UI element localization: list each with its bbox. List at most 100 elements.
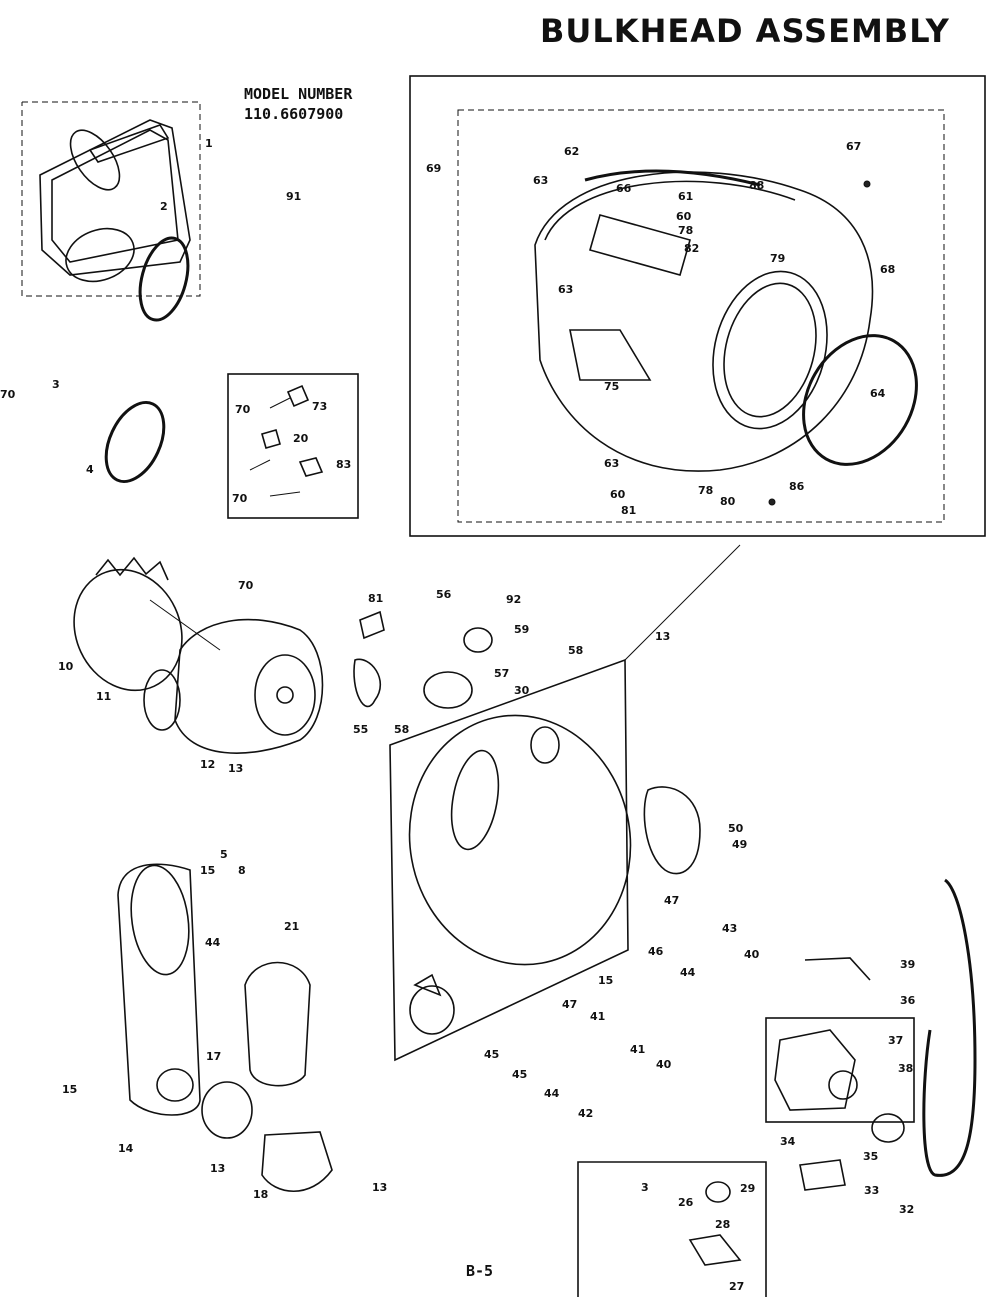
callout: 63 [604,457,619,470]
callout: 50 [728,822,744,835]
callout: 32 [899,1203,914,1216]
callout: 13 [655,630,670,643]
callout: 44 [205,936,221,949]
callout: 15 [200,864,215,877]
callout: 86 [789,480,805,493]
callout: 70 [235,403,251,416]
callout: 80 [720,495,736,508]
callout: 73 [312,400,327,413]
callout: 43 [722,922,737,935]
callout: 41 [630,1043,645,1056]
callout: 2 [160,200,168,213]
model-number-label: MODEL NUMBER [244,85,353,103]
callout: 60 [610,488,626,501]
callout: 1 [205,137,213,150]
callout: 12 [200,758,215,771]
duct-cover-inset [21,101,201,484]
callout: 27 [729,1280,744,1293]
callout: 11 [96,690,111,703]
door-switch-inset [577,1161,767,1297]
callout: 21 [284,920,299,933]
callout: 38 [898,1062,913,1075]
callout: 78 [698,484,713,497]
callout: 68 [880,263,895,276]
callout: 67 [846,140,861,153]
callout: 34 [780,1135,796,1148]
callout: 44 [680,966,696,979]
callout: 82 [684,242,699,255]
callout: 42 [578,1107,593,1120]
callout: 45 [484,1048,499,1061]
page-title: BULKHEAD ASSEMBLY [540,12,950,50]
callout: 39 [900,958,915,971]
callout: 69 [426,162,441,175]
blower-assembly [73,556,324,754]
callout: 44 [544,1087,560,1100]
callout: 57 [494,667,509,680]
callout: 92 [506,593,521,606]
callout: 26 [678,1196,694,1209]
callout: 81 [368,592,383,605]
callout: 63 [533,174,548,187]
callout: 13 [210,1162,225,1175]
callout: 61 [678,190,693,203]
callout: 78 [678,224,693,237]
callout: 64 [870,387,886,400]
model-number-value: 110.6607900 [244,105,344,123]
callout: 46 [648,945,664,958]
model-number-block: MODEL NUMBER 110.6607900 [244,84,352,124]
lamp-switch-cluster [353,610,493,709]
thermostat-inset [227,373,359,519]
callout: 47 [664,894,679,907]
callout: 58 [394,723,409,736]
callout: 45 [512,1068,527,1081]
callout: 55 [353,723,368,736]
callout: 60 [676,210,692,223]
callout: 49 [732,838,747,851]
callout: 62 [564,145,579,158]
callout: 91 [286,190,301,203]
callout: 81 [621,504,636,517]
callout: 4 [86,463,94,476]
callout: 88 [749,179,764,192]
motor-belt-assembly [765,878,977,1191]
callout: 28 [715,1218,730,1231]
callout: 79 [770,252,785,265]
callout: 17 [206,1050,221,1063]
callout: 66 [616,182,632,195]
drum-inset [409,75,986,537]
callout: 15 [598,974,613,987]
callout: 70 [238,579,254,592]
callout: 3 [52,378,60,391]
callout: 70 [232,492,248,505]
callout: 33 [864,1184,879,1197]
callout: 56 [436,588,452,601]
callout-labels: 1 2 91 70 4 3 73 70 20 83 70 69 62 63 66… [0,137,916,1293]
callout: 13 [228,762,243,775]
callout: 14 [118,1142,134,1155]
bulkhead-panel [389,544,741,1062]
callout: 63 [558,283,573,296]
callout: 29 [740,1182,755,1195]
lint-duct-assembly [117,863,333,1193]
callout: 36 [900,994,916,1007]
page-number: B-5 [466,1262,494,1280]
callout: 40 [656,1058,672,1071]
callout: 10 [58,660,74,673]
callout: 83 [336,458,351,471]
callout: 5 [220,848,228,861]
callout: 20 [293,432,309,445]
callout: 58 [568,644,583,657]
callout: 35 [863,1150,878,1163]
callout: 15 [62,1083,77,1096]
callout: 40 [744,948,760,961]
callout: 47 [562,998,577,1011]
callout: 18 [253,1188,268,1201]
callout: 8 [238,864,246,877]
callout: 41 [590,1010,605,1023]
callout: 70 [0,388,16,401]
callout: 30 [514,684,530,697]
callout: 75 [604,380,619,393]
